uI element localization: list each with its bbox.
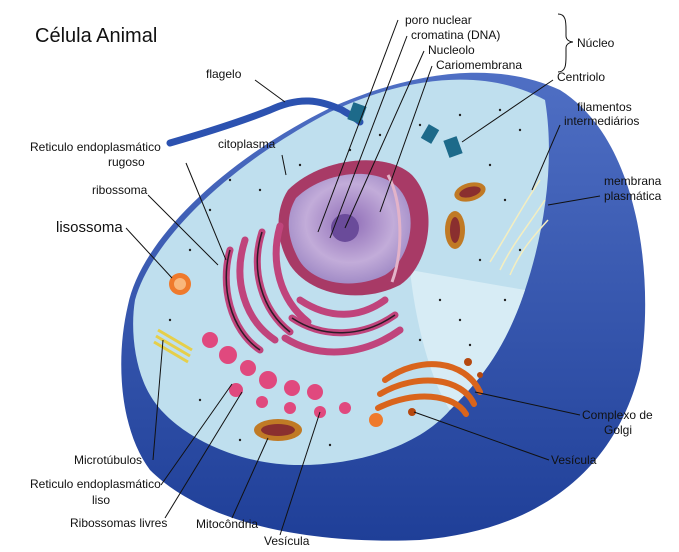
label-golgi-2: Golgi (604, 423, 632, 437)
label-nucleolo: Nucleolo (428, 43, 475, 57)
label-microtubulos: Microtúbulos (74, 453, 142, 467)
label-ret-rugoso-2: rugoso (108, 155, 145, 169)
label-centriolo: Centriolo (557, 70, 605, 84)
label-ret-rugoso-1: Reticulo endoplasmático (30, 140, 161, 154)
label-golgi-1: Complexo de (582, 408, 653, 422)
label-filamentos-2: intermediários (564, 114, 639, 128)
label-ret-liso-1: Reticulo endoplasmático (30, 477, 161, 491)
label-lisossoma: lisossoma (56, 219, 123, 236)
label-filamentos-1: filamentos (577, 100, 632, 114)
label-flagelo: flagelo (206, 67, 242, 81)
label-vesicula-bottom: Vesícula (264, 534, 310, 548)
diagram-title: Célula Animal (35, 25, 157, 47)
label-cromatina: cromatina (DNA) (411, 28, 500, 42)
label-membrana-1: membrana (604, 174, 662, 188)
label-membrana-2: plasmática (604, 189, 662, 203)
label-citoplasma: citoplasma (218, 137, 276, 151)
label-ribossoma: ribossoma (92, 183, 148, 197)
vesicle-orange (369, 413, 383, 427)
label-nucleo: Núcleo (577, 36, 615, 50)
label-ret-liso-2: liso (92, 493, 110, 507)
nucleus (278, 160, 428, 295)
label-cariomembrana: Cariomembrana (436, 58, 522, 72)
label-ribossomas-livres: Ribossomas livres (70, 516, 167, 530)
lysosome (169, 273, 191, 295)
label-mitocondria: Mitocôndria (196, 517, 258, 531)
label-poro-nuclear: poro nuclear (405, 13, 472, 27)
label-vesicula-right: Vesícula (551, 453, 597, 467)
